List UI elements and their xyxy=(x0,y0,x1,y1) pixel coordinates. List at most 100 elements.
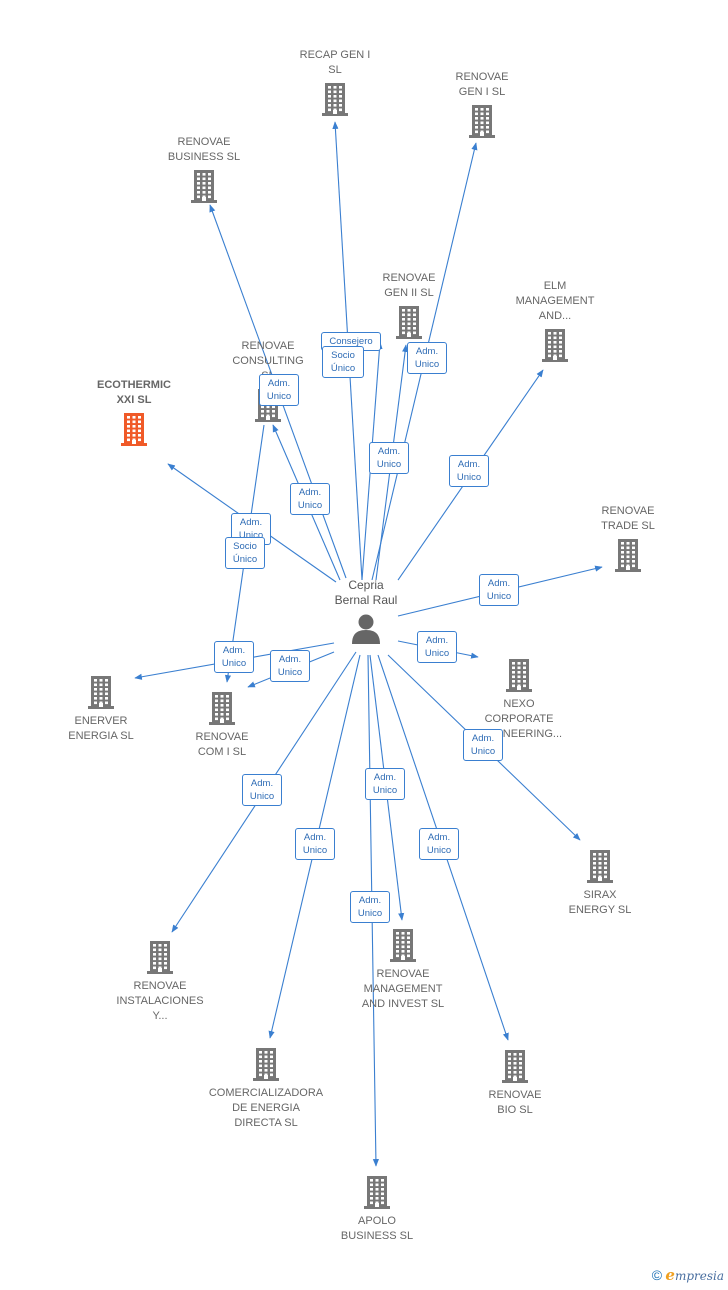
edge-label-line: Adm. xyxy=(267,378,291,389)
edge-label-renovae-business: Adm. Unico xyxy=(259,374,299,406)
building-icon xyxy=(615,539,641,572)
brand-logo-text: mpresia xyxy=(674,1269,724,1283)
company-label-line: ENERGY SL xyxy=(568,904,632,916)
company-label: RECAP GEN I SL xyxy=(270,48,400,78)
edge-label-line: Adm. xyxy=(278,654,302,665)
edge-label-line: Unico xyxy=(456,472,482,483)
company-label-line: XXI SL xyxy=(116,394,152,406)
edge-label-line: Unico xyxy=(470,746,496,757)
edge-label-line: Adm. xyxy=(358,895,382,906)
edge-label-line: Unico xyxy=(238,530,264,541)
building-icon xyxy=(88,676,114,709)
company-label-line: AND INVEST SL xyxy=(361,998,445,1010)
company-node-renovae-trade[interactable]: RENOVAE TRADE SL xyxy=(563,504,693,573)
building-icon xyxy=(191,170,217,203)
brand-logo-initial: e xyxy=(665,1266,675,1284)
company-node-renovae-com-i[interactable]: RENOVAE COM I SL xyxy=(157,690,287,760)
edge-label-apolo: Adm. Unico xyxy=(350,891,390,923)
edge-label-line: Adm. xyxy=(377,446,401,457)
building-icon xyxy=(396,306,422,339)
company-label-line: RENOVAE xyxy=(241,340,295,352)
edge-label-line: Socio xyxy=(331,350,355,361)
edge-label-elm-management: Adm. Unico xyxy=(449,455,489,487)
company-label-line: SL xyxy=(328,64,342,76)
company-label-line: INSTALACIONES xyxy=(116,995,204,1007)
building-icon xyxy=(390,929,416,962)
edge-label-line: Unico xyxy=(266,391,292,402)
company-node-renovae-business[interactable]: RENOVAE BUSINESS SL xyxy=(139,135,269,204)
company-label-line: BUSINESS SL xyxy=(340,1230,414,1242)
company-label-line: COM I SL xyxy=(197,746,247,758)
company-label-line: GEN II SL xyxy=(384,287,434,299)
company-label-line: BUSINESS SL xyxy=(167,151,241,163)
building-icon xyxy=(322,83,348,116)
company-node-ecothermic[interactable]: ECOTHERMIC XXI SL xyxy=(69,378,199,447)
edge-label-line: Adm. xyxy=(250,778,274,789)
building-icon xyxy=(147,941,173,974)
edge-label-line: Adm. xyxy=(373,772,397,783)
company-label-line: MANAGEMENT xyxy=(515,295,595,307)
edge-label-line: Adm. xyxy=(298,487,322,498)
edge-label-renovae-management: Adm.Unico xyxy=(365,768,405,800)
building-icon xyxy=(506,659,532,692)
company-label-line: TRADE SL xyxy=(601,520,655,532)
company-label-line: GEN I SL xyxy=(458,86,506,98)
edge-label-renovae-gen-i: Adm.Unico xyxy=(407,342,447,374)
company-label-line: SIRAX xyxy=(583,889,617,901)
company-label-line: AND... xyxy=(538,310,572,322)
edge-label-line: Unico xyxy=(486,591,512,602)
edge-label-line: Unico xyxy=(249,791,275,802)
company-label-line: RENOVAE xyxy=(488,1089,542,1101)
edge-label-line: Unico xyxy=(221,658,247,669)
edge-label-line: Unico xyxy=(376,459,402,470)
company-label-line: RECAP GEN I xyxy=(299,49,371,61)
company-label-line: RENOVAE xyxy=(177,136,231,148)
edge-label-line: Adm. xyxy=(239,517,263,528)
company-label-line: CORPORATE xyxy=(484,713,554,725)
edge-label-line: Unico xyxy=(424,648,450,659)
edge-label-line: Adm. xyxy=(487,578,511,589)
footer-brand: © empresia xyxy=(652,1266,724,1284)
edge-label-renovae-trade: Adm. Unico xyxy=(479,574,519,606)
center-person-node[interactable]: Cepria Bernal Raul xyxy=(311,578,421,645)
building-icon xyxy=(587,850,613,883)
edge-label-line: Consejero xyxy=(329,336,373,347)
edge-label-line: Adm. xyxy=(471,733,495,744)
edge-label-line: Adm. xyxy=(425,635,449,646)
company-label-line: ENERGIA SL xyxy=(68,730,134,742)
company-node-recap-gen-i[interactable]: RECAP GEN I SL xyxy=(270,48,400,117)
edge-label-line: Adm. xyxy=(457,459,481,470)
edge-label-line: Adm. xyxy=(303,832,327,843)
company-label-line: RENOVAE xyxy=(376,968,430,980)
company-label: RENOVAE TRADE SL xyxy=(563,504,693,534)
company-label-line: DIRECTA SL xyxy=(234,1117,298,1129)
center-person-label: Cepria Bernal Raul xyxy=(311,578,421,608)
building-icon xyxy=(364,1176,390,1209)
edge-label-line: Unico xyxy=(357,908,383,919)
building-icon xyxy=(253,1048,279,1081)
company-label-line: RENOVAE xyxy=(195,731,249,743)
company-node-sirax[interactable]: SIRAX ENERGY SL xyxy=(535,848,665,918)
company-label-line: ECOTHERMIC xyxy=(97,379,171,391)
center-label-line: Bernal Raul xyxy=(334,593,398,607)
edge-label-line: Unico xyxy=(302,845,328,856)
company-label: RENOVAE COM I SL xyxy=(157,730,287,760)
person-icon xyxy=(352,614,380,644)
company-label-line: RENOVAE xyxy=(601,505,655,517)
edge-label-sirax: Adm. Unico xyxy=(463,729,503,761)
company-label-line: COMERCIALIZADORA xyxy=(208,1087,324,1099)
edge-label-line: Adm. xyxy=(222,645,246,656)
